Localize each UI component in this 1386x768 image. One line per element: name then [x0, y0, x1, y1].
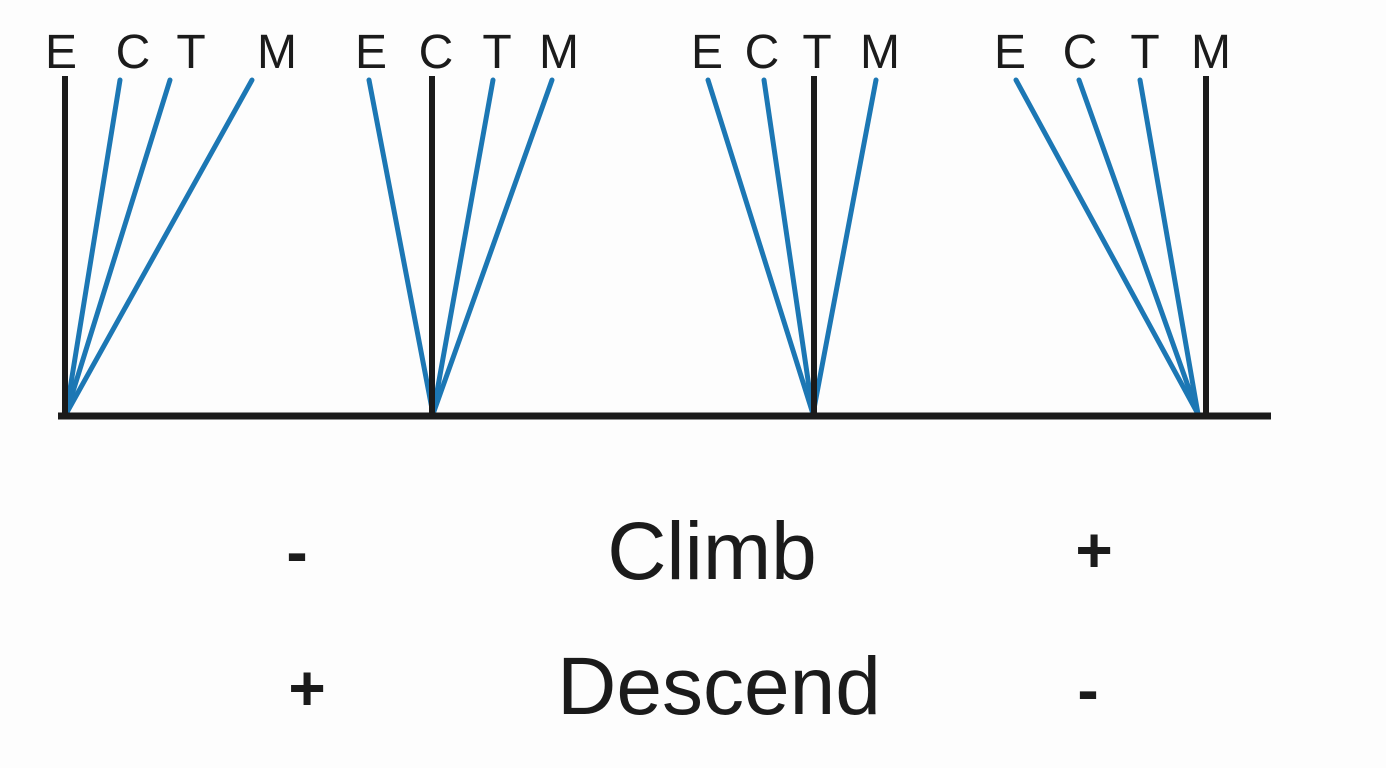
descend-right-sign: -	[1077, 654, 1099, 726]
reference-M-label-E: E	[994, 26, 1026, 79]
reference-M-blue-line-E	[1013, 77, 1201, 417]
reference-C-blue-line-E	[366, 77, 436, 417]
reference-M-blue-line-T	[1137, 77, 1201, 417]
reference-T-label-E: E	[691, 26, 723, 79]
reference-M-blue-line-C	[1076, 77, 1201, 417]
reference-E-label-E: E	[45, 26, 77, 79]
descend-label: Descend	[557, 641, 881, 732]
reference-C-label-E: E	[355, 26, 387, 79]
climb-right-sign: +	[1075, 514, 1113, 586]
reference-E-label-C: C	[116, 26, 151, 79]
reference-T-blue-line-M	[810, 77, 879, 417]
reference-M-label-T: T	[1130, 26, 1159, 79]
descend-left-sign: +	[288, 652, 326, 724]
reference-C-label-M: M	[539, 26, 579, 79]
reference-T-blue-line-C	[761, 77, 816, 417]
reference-E-blue-line-C	[63, 77, 123, 417]
reference-C-label-C: C	[419, 26, 454, 79]
reference-T-blue-line-E	[705, 77, 816, 417]
reference-M-label-M: M	[1191, 26, 1231, 79]
reference-C-label-T: T	[482, 26, 511, 79]
reference-E-blue-line-T	[63, 77, 173, 417]
reference-E-blue-line-M	[63, 77, 255, 417]
reference-C-blue-line-M	[430, 77, 555, 417]
reference-E-label-T: T	[176, 26, 205, 79]
reference-M-label-C: C	[1063, 26, 1098, 79]
reference-T-label-C: C	[745, 26, 780, 79]
reference-T-label-M: M	[860, 26, 900, 79]
reference-C-blue-line-T	[430, 77, 496, 417]
reference-E-label-M: M	[257, 26, 297, 79]
climb-left-sign: -	[286, 516, 308, 588]
reference-T-label-T: T	[802, 26, 831, 79]
climb-label: Climb	[607, 506, 817, 597]
